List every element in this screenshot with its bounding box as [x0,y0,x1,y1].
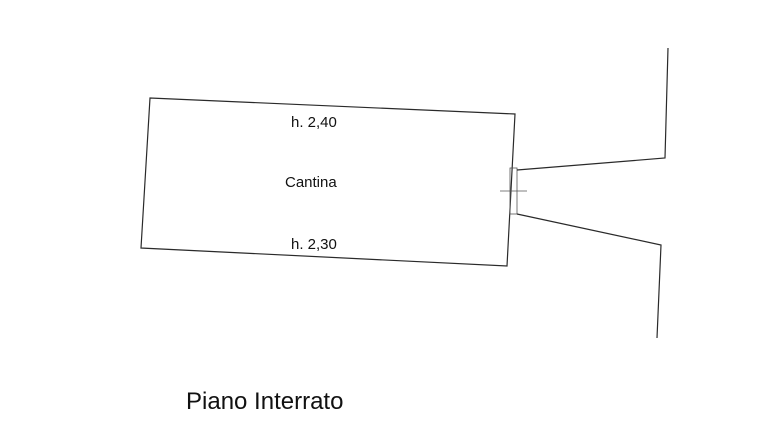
height-label-top: h. 2,40 [291,114,337,131]
corridor-lower-wall [516,213,662,339]
height-label-bottom: h. 2,30 [291,236,337,253]
door-symbol [500,167,527,215]
room-label-cantina: Cantina [285,174,337,191]
corridor-upper-wall [516,47,669,171]
cantina-room-outline [140,97,516,267]
floor-title: Piano Interrato [186,388,344,415]
